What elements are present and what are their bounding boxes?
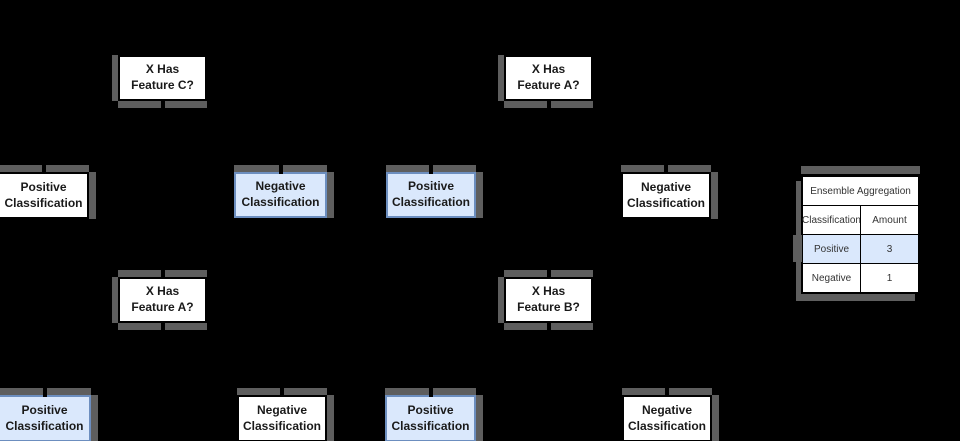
leaf-node-tree3-negative: Negative Classification — [237, 388, 327, 441]
connector-stub — [665, 388, 669, 397]
connector-stub — [664, 165, 668, 174]
connector-stub — [160, 270, 165, 279]
connector-stub — [546, 270, 551, 279]
connector-stub — [546, 99, 551, 108]
leaf-label: Negative Classification — [627, 402, 707, 433]
table-row-negative: Negative 1 — [803, 263, 918, 292]
connector-stub — [546, 321, 551, 330]
connector-stub — [280, 388, 284, 397]
connector-stub — [429, 165, 433, 174]
leaf-label: Positive Classification — [5, 402, 84, 433]
cell-amount: 3 — [860, 235, 918, 263]
question-label: X Has Feature A? — [517, 62, 580, 92]
question-label: X Has Feature B? — [517, 284, 580, 314]
connector-stub — [278, 165, 283, 174]
question-label: X Has Feature C? — [131, 62, 194, 92]
leaf-label: Positive Classification — [4, 179, 83, 210]
leaf-node-tree3-positive: Positive Classification — [0, 388, 91, 441]
leaf-node-tree1-positive: Positive Classification — [0, 165, 89, 219]
connector-stub — [42, 388, 47, 397]
connector-stub — [41, 165, 46, 174]
question-node-tree4: X Has Feature B? — [504, 270, 593, 330]
column-header-amount: Amount — [860, 206, 918, 234]
leaf-label: Negative Classification — [241, 179, 320, 209]
connector-stub — [160, 321, 165, 330]
question-node-tree2: X Has Feature A? — [504, 55, 593, 108]
leaf-node-tree2-positive: Positive Classification — [386, 165, 476, 218]
connector-stub — [160, 99, 165, 108]
leaf-label: Positive Classification — [391, 179, 471, 209]
table-title: Ensemble Aggregation — [810, 185, 911, 197]
table-title-row: Ensemble Aggregation — [803, 176, 918, 205]
cell-amount: 1 — [860, 264, 918, 292]
table-header-row: Classification Amount — [802, 205, 918, 234]
leaf-node-tree4-positive: Positive Classification — [385, 388, 476, 441]
leaf-label: Negative Classification — [626, 179, 706, 210]
leaf-node-tree1-negative: Negative Classification — [234, 165, 327, 218]
cell-classification: Negative — [811, 272, 852, 284]
leaf-label: Positive Classification — [391, 402, 470, 433]
leaf-label: Negative Classification — [242, 402, 322, 433]
table-row-positive: Positive 3 — [803, 234, 918, 263]
incoming-arrow-shadow — [793, 235, 802, 262]
aggregation-table: Ensemble Aggregation Classification Amou… — [793, 174, 920, 294]
cell-classification: Positive — [813, 243, 849, 255]
leaf-node-tree2-negative: Negative Classification — [621, 165, 711, 219]
question-node-tree3: X Has Feature A? — [118, 270, 207, 330]
connector-stub — [428, 388, 433, 397]
question-label: X Has Feature A? — [131, 284, 194, 314]
column-header-classification: Classification — [802, 214, 861, 226]
leaf-node-tree4-negative: Negative Classification — [622, 388, 712, 441]
question-node-tree1: X Has Feature C? — [118, 55, 207, 108]
